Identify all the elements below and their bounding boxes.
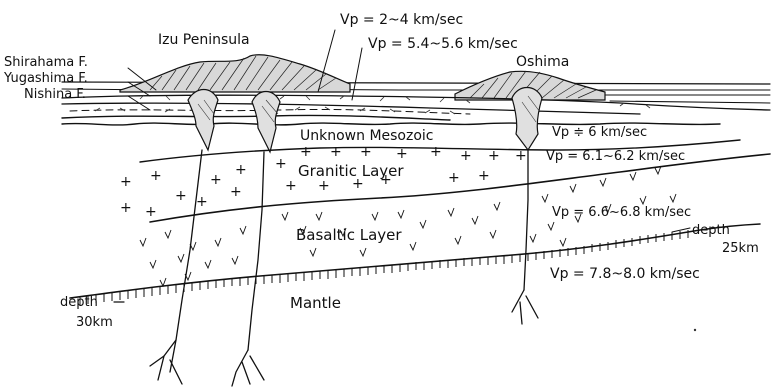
basaltic-layer-label: Basaltic Layer (296, 226, 402, 244)
mantle-label: Mantle (290, 294, 341, 312)
granitic-symbols: +++ +++ +++ +++ +++ +++ +++ +++ (120, 144, 527, 220)
volcanic-formations-layer (62, 95, 770, 114)
svg-text:+: + (330, 144, 342, 160)
vp-mesozoic-label: Vp ≑ 6 km/sec (552, 125, 647, 140)
svg-text:+: + (230, 184, 242, 200)
unknown-mesozoic-label: Unknown Mesozoic (300, 128, 434, 144)
svg-text:+: + (120, 200, 132, 216)
depth-30-value: 30km (76, 315, 113, 330)
svg-text:+: + (150, 168, 162, 184)
vp-basaltic-label: Vp = 6.6~6.8 km/sec (552, 205, 691, 220)
moho-boundary (70, 224, 760, 305)
svg-text:+: + (448, 170, 460, 186)
svg-text:+: + (478, 168, 490, 184)
nishina-label: Nishina F. (24, 87, 86, 102)
izu-peninsula-relief (120, 55, 350, 92)
svg-text:+: + (360, 144, 372, 160)
oshima-label: Oshima (516, 54, 569, 70)
depth-30-word: depth (60, 295, 98, 310)
svg-text:+: + (430, 144, 442, 160)
print-speck (694, 329, 696, 331)
svg-text:+: + (275, 156, 287, 172)
svg-text:+: + (235, 162, 247, 178)
svg-text:+: + (145, 204, 157, 220)
vp-volcanic-label: Vp = 5.4~5.6 km/sec (368, 36, 518, 52)
svg-text:+: + (488, 148, 500, 164)
svg-text:+: + (515, 148, 527, 164)
svg-text:+: + (300, 144, 312, 160)
izu-peninsula-label: Izu Peninsula (158, 32, 250, 48)
granitic-layer-label: Granitic Layer (298, 162, 404, 180)
svg-text:+: + (460, 148, 472, 164)
shirahama-label: Shirahama F. (4, 55, 88, 70)
vp-granitic-label: Vp = 6.1~6.2 km/sec (546, 149, 685, 164)
vp-surface-label: Vp = 2~4 km/sec (340, 12, 463, 28)
svg-text:+: + (120, 174, 132, 190)
svg-text:+: + (396, 146, 408, 162)
svg-text:+: + (210, 172, 222, 188)
svg-text:+: + (318, 178, 330, 194)
yugashima-label: Yugashima F. (3, 71, 88, 86)
depth-25-word: depth (692, 223, 730, 238)
svg-text:+: + (196, 194, 208, 210)
svg-text:+: + (285, 178, 297, 194)
svg-text:+: + (175, 188, 187, 204)
vp-mantle-label: Vp = 7.8~8.0 km/sec (550, 266, 700, 282)
depth-25-value: 25km (722, 241, 759, 256)
